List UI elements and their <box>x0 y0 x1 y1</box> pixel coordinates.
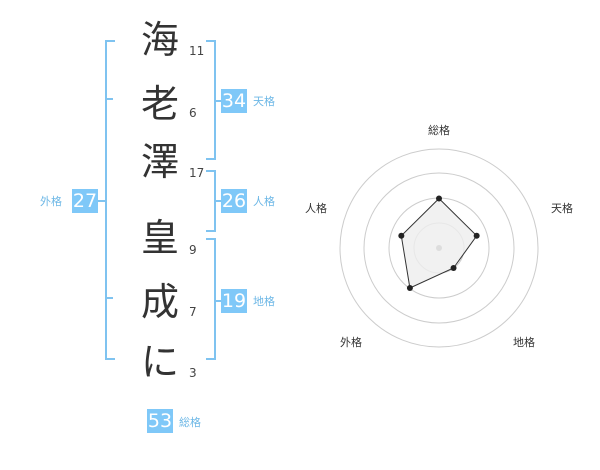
radar-point-5 <box>398 232 405 239</box>
soukaku-badge: 53 <box>147 409 173 433</box>
gaikaku-inner-tick <box>105 297 113 299</box>
gaikaku-inner-tick <box>105 98 113 100</box>
radar-ring-3 <box>363 172 515 324</box>
chikaku-bracket <box>206 238 216 360</box>
name-char-4: 皇 <box>140 216 179 260</box>
radar-point-3 <box>450 265 457 272</box>
name-char-2: 老 <box>140 82 179 126</box>
jinkaku-label: 人格 <box>253 195 275 208</box>
stroke-count-6: 3 <box>189 366 197 380</box>
fortune-radar-chart: 総格 天格 地格 外格 人格 <box>305 123 573 349</box>
tenkaku-label: 天格 <box>253 95 275 108</box>
gaikaku-label: 外格 <box>40 195 62 208</box>
radar-center-dot <box>436 245 442 251</box>
name-char-1: 海 <box>140 18 179 62</box>
radar-point-4 <box>406 285 413 292</box>
jinkaku-badge: 26 <box>221 189 247 213</box>
gaikaku-badge: 27 <box>72 189 98 213</box>
radar-axis-label-gaikaku: 外格 <box>340 335 362 349</box>
tenkaku-badge: 34 <box>221 89 247 113</box>
radar-point-1 <box>436 195 442 202</box>
stroke-count-2: 6 <box>189 106 197 120</box>
tenkaku-connector <box>214 100 221 102</box>
gaikaku-connector <box>98 200 107 202</box>
soukaku-label: 総格 <box>179 416 201 429</box>
radar-axis-label-soukaku: 総格 <box>428 123 450 137</box>
radar-axis-label-tenkaku: 天格 <box>551 201 573 215</box>
radar-axis-label-jinkaku: 人格 <box>305 201 327 215</box>
chikaku-connector <box>214 300 221 302</box>
radar-axis-label-chikaku: 地格 <box>513 335 535 349</box>
stroke-count-3: 17 <box>189 166 205 180</box>
radar-point-2 <box>473 232 480 239</box>
stroke-count-1: 11 <box>189 44 205 58</box>
chikaku-label: 地格 <box>253 295 275 308</box>
stroke-count-5: 7 <box>189 305 197 319</box>
chikaku-badge: 19 <box>221 289 247 313</box>
jinkaku-connector <box>214 200 221 202</box>
radar-ring-4 <box>339 148 539 348</box>
name-char-5: 成 <box>140 280 179 324</box>
name-char-6: に <box>140 340 179 384</box>
name-char-3: 澤 <box>140 140 179 184</box>
radar-area <box>400 197 478 289</box>
stroke-count-4: 9 <box>189 243 197 257</box>
